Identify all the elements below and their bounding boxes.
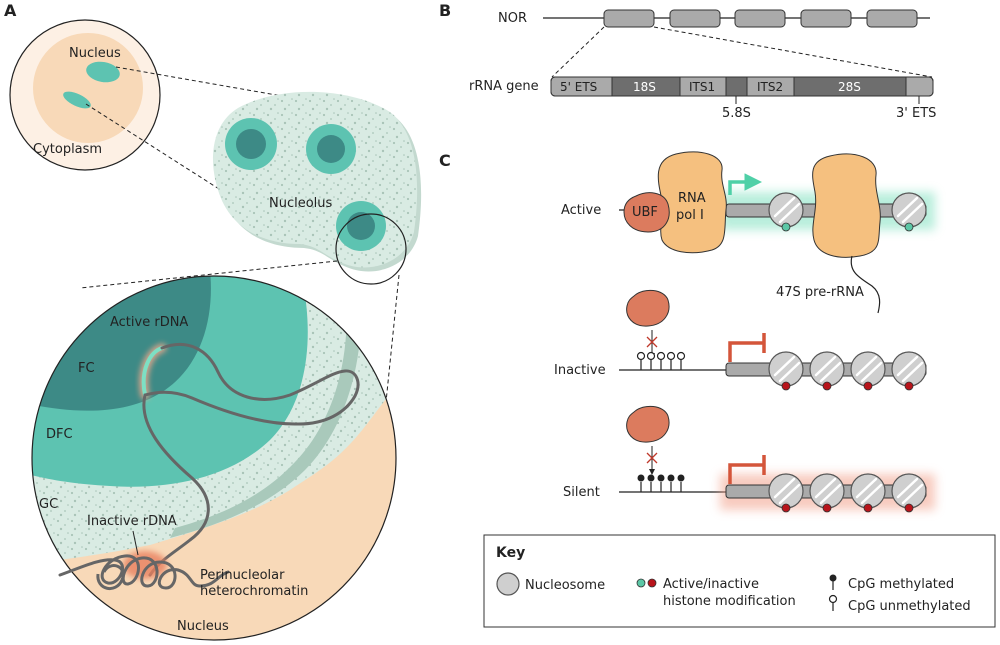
nor-track: NOR [498,9,930,28]
gc-label: GC [39,497,58,512]
key-box: Key Nucleosome Active/inactive histone m… [483,534,996,628]
cell-illustration: Nucleus Cytoplasm [9,19,161,171]
cell-nucleus-label: Nucleus [69,46,121,61]
nucleolus-illustration: Nucleolus [212,91,422,285]
segment-28s: 28S [838,80,861,94]
segment-its1: ITS1 [689,80,715,94]
nor-unit [866,9,918,28]
segment-5ets: 5' ETS [560,80,597,94]
nor-unit [734,9,786,28]
active-label: Active [561,203,601,218]
label-3ets: 3' ETS [896,106,936,121]
active-rdna-label: Active rDNA [110,315,188,330]
key-cpg-unmethylated-icon [828,594,838,611]
cpg-methylated-sites [637,474,685,492]
rna-pol-label-2: pol I [676,208,704,223]
panel-label-a: A [4,1,17,20]
label-5-8s: 5.8S [722,106,751,121]
key-cpg-methylated-label: CpG methylated [848,577,954,592]
key-histone-label-1: Active/inactive [663,577,759,592]
key-inactive-mod-icon [647,578,657,588]
key-nucleosome-label: Nucleosome [525,578,605,593]
nor-unit [603,9,655,28]
rrna-gene-map: rRNA gene 5' ETS 18S ITS1 ITS2 28S 5.8S … [469,76,936,121]
pre-rrna-label: 47S pre-rRNA [776,285,864,300]
nucleolus-zoom: Active rDNA FC DFC GC Inactive rDNA Peri… [31,275,397,641]
perinucleolar-label-2: heterochromatin [200,584,308,599]
perinucleolar-label-1: Perinucleolar [200,568,285,583]
key-histone-label-2: histone modification [663,594,796,609]
inactive-label: Inactive [554,363,606,378]
key-cpg-methylated-icon [829,574,837,590]
rrna-gene-label: rRNA gene [469,79,539,94]
nor-unit [800,9,852,28]
segment-its2: ITS2 [757,80,783,94]
silent-label: Silent [563,485,600,500]
active-gene-row: Active RNA pol I UBF 47S pre-rRNA [561,151,935,314]
inactive-gene-row: Inactive [554,289,928,391]
zoom-nucleus-label: Nucleus [177,619,229,634]
nor-unit [669,9,721,28]
cpg-unmethylated-sites [636,351,686,370]
panel-label-b: B [439,1,451,20]
nucleolus-label: Nucleolus [269,196,333,211]
key-nucleosome-icon [496,572,520,596]
rna-pol-label-1: RNA [678,191,706,206]
key-title: Key [496,545,525,561]
panel-label-c: C [439,151,451,170]
fc-label: FC [78,361,95,376]
inactive-rdna-label: Inactive rDNA [87,514,177,529]
key-cpg-unmethylated-label: CpG unmethylated [848,599,971,614]
dfc-label: DFC [46,427,73,442]
nor-label: NOR [498,11,527,26]
silent-gene-row: Silent [563,405,935,513]
segment-18s: 18S [633,80,656,94]
ubf-label: UBF [632,205,658,220]
key-active-mod-icon [636,578,646,588]
cell-cytoplasm-label: Cytoplasm [33,142,102,157]
